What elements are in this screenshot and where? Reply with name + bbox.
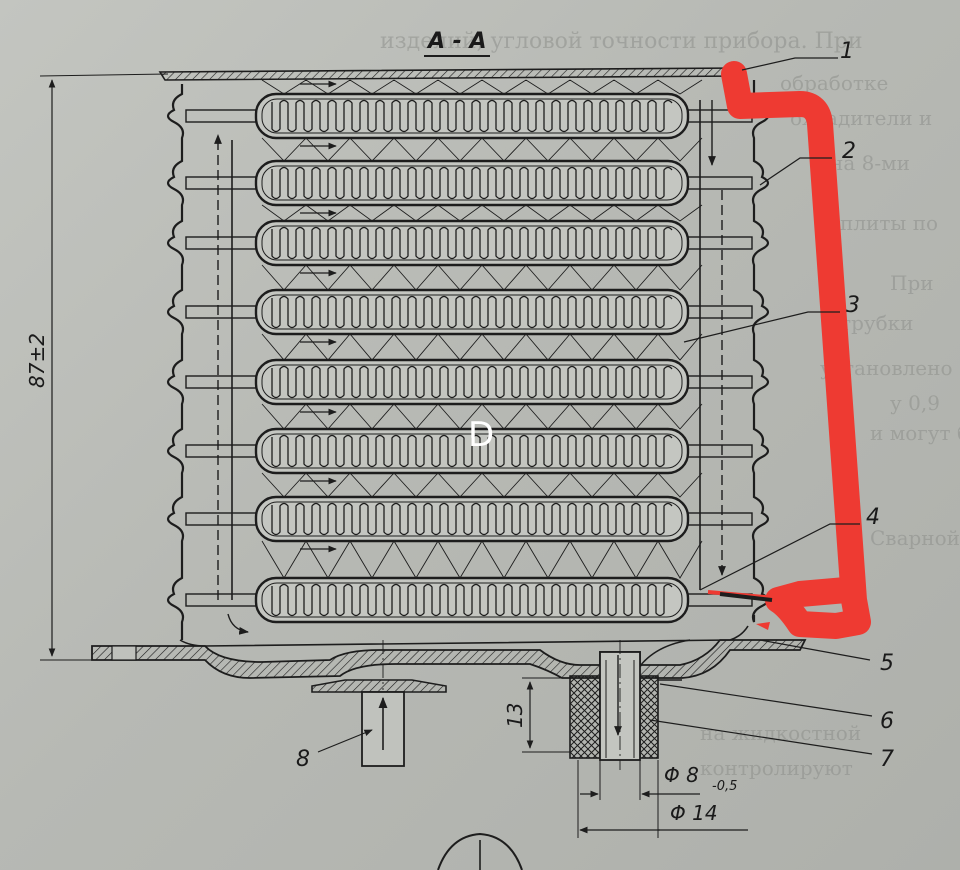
serpentine-fin [271, 502, 673, 536]
leader-7 [649, 719, 873, 755]
fin-tube-inner [261, 294, 683, 330]
serpentine-fin [271, 434, 673, 468]
callout-2: 2 [842, 139, 856, 164]
bleed-line: на жидкостной [700, 721, 861, 745]
section-title: A - A [426, 29, 487, 54]
nozzle-length-label: 13 [503, 703, 527, 728]
serpentine-fin [271, 365, 673, 399]
lattice-segment [261, 137, 703, 162]
next-view-circle [437, 832, 523, 870]
lattice-segment [261, 333, 703, 361]
bleed-line: плиты по [840, 211, 938, 235]
bleed-line: Сварной [870, 526, 960, 550]
right-connector-stub [681, 176, 753, 190]
callout-5: 5 [880, 651, 894, 676]
lattice-segment [261, 79, 703, 95]
left-connector-stub [185, 444, 257, 458]
callout-1: 1 [840, 39, 854, 64]
callout-8: 8 [296, 747, 310, 772]
leader-4 [699, 523, 860, 591]
fin-tube-inner [261, 98, 683, 134]
right-connector-stub [681, 305, 753, 319]
callout-6: 6 [880, 709, 894, 734]
lattice-segment [261, 264, 703, 291]
leader-3 [683, 311, 840, 343]
leader-8 [317, 729, 373, 753]
bottom-closure [179, 625, 749, 647]
left-connector-stub [185, 375, 257, 389]
flange-bolt-hole [111, 645, 137, 661]
bleed-line: на 8-ми [830, 151, 910, 175]
outer-diameter-label: Φ 14 [670, 801, 718, 825]
left-bellows-wall [166, 84, 185, 640]
serpentine-fin [271, 166, 673, 200]
inner-diameter-label: Φ 8 [664, 763, 699, 787]
callout-3: 3 [846, 293, 860, 318]
callout-4: 4 [866, 505, 880, 530]
bleed-line: изделий, угловой точности прибора. При [380, 29, 863, 54]
callout-7: 7 [880, 747, 894, 772]
left-connector-stub [185, 593, 257, 607]
fin-tube-inner [261, 582, 683, 618]
leader-6 [659, 683, 873, 717]
bleed-line: и могут быть [870, 421, 960, 445]
right-connector-stub [681, 444, 753, 458]
lattice-segment [261, 540, 703, 579]
leader-2 [759, 157, 832, 186]
red-tick [756, 622, 770, 630]
fin-tube-inner [261, 433, 683, 469]
serpentine-fin [271, 99, 673, 133]
inlet-disc [311, 679, 447, 693]
lattice-segment [261, 472, 703, 498]
fin-tube-inner [261, 165, 683, 201]
sleeve-left [569, 675, 601, 759]
flow-arrows [300, 80, 337, 553]
serpentine-fin [271, 295, 673, 329]
serpentine-fin [271, 583, 673, 617]
bleed-line: контролируют [700, 756, 853, 780]
right-connector-stub [681, 236, 753, 250]
fin-tube-inner [261, 225, 683, 261]
inner-diameter-tolerance: -0,5 [712, 779, 737, 794]
bottom-left-turn-arrow [227, 613, 249, 635]
bleed-through-text: изделий, угловой точности прибора. При о… [380, 29, 960, 780]
center-marker-d: D [468, 415, 494, 455]
bleed-line: у 0,9 [890, 391, 940, 415]
height-dimension-label: 87±2 [25, 333, 49, 388]
red-highlight-bracket [721, 61, 871, 639]
leader-5 [759, 639, 871, 661]
fin-tube-inner [261, 364, 683, 400]
weld-seam [719, 592, 773, 602]
left-connector-stub [185, 512, 257, 526]
right-connector-stub [681, 375, 753, 389]
serpentine-fin [271, 226, 673, 260]
left-connector-stub [185, 305, 257, 319]
left-connector-stub [185, 109, 257, 123]
bleed-line: трубки [840, 311, 914, 335]
left-connector-stub [185, 176, 257, 190]
sleeve-right [639, 675, 659, 759]
right-bellows-wall [751, 80, 770, 623]
top-plate [158, 67, 743, 81]
fin-tubes [185, 92, 753, 624]
bleed-line: При [890, 271, 934, 295]
right-connector-stub [681, 512, 753, 526]
fin-tube-inner [261, 501, 683, 537]
bleed-line: обработке [780, 71, 888, 95]
left-connector-stub [185, 236, 257, 250]
leader-1 [741, 57, 838, 71]
dim-extension-top [39, 73, 169, 77]
